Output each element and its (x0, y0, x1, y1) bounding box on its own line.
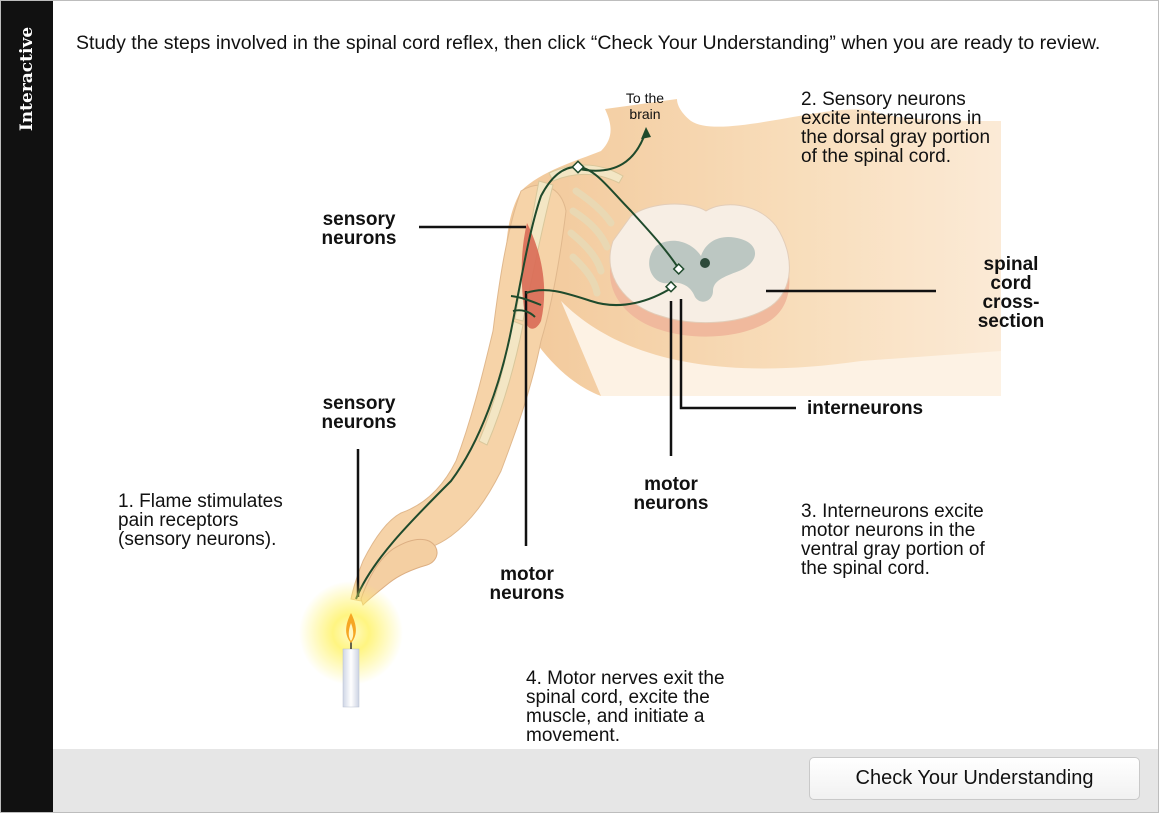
step-1-text: 1. Flame stimulates pain receptors (sens… (118, 491, 283, 550)
to-brain-arrowhead (641, 127, 651, 139)
synapse-marker (672, 262, 685, 276)
step-4-text: 4. Motor nerves exit the spinal cord, ex… (526, 668, 725, 746)
step-2-text: 2. Sensory neurons excite interneurons i… (801, 89, 991, 167)
sensory-neurons-label-upper: sensory neurons (321, 209, 397, 249)
instruction-text: Study the steps involved in the spinal c… (76, 32, 1101, 54)
spinal-cord-cross-section-label: spinal cord cross- section (977, 254, 1045, 332)
to-the-brain-label: To the brain (625, 90, 665, 122)
rib-cage (567, 187, 615, 297)
synapse-marker (664, 280, 678, 293)
check-your-understanding-button[interactable]: Check Your Understanding (809, 757, 1140, 800)
leader-lines (356, 225, 936, 597)
motor-neurons-label-center: motor neurons (633, 474, 709, 514)
step-3-text: 3. Interneurons excite motor neurons in … (801, 501, 985, 579)
interneurons-label: interneurons (807, 398, 924, 419)
sensory-neurons-label-lower: sensory neurons (321, 393, 397, 433)
motor-neurons-label-lower: motor neurons (489, 564, 565, 604)
interactive-sidebar: Interactive (1, 1, 53, 812)
candle-flame (299, 581, 403, 708)
synapse-marker (571, 160, 585, 174)
nerve-pathways (355, 130, 680, 600)
hand-shape (360, 538, 438, 606)
spinal-cord-section (609, 203, 790, 337)
